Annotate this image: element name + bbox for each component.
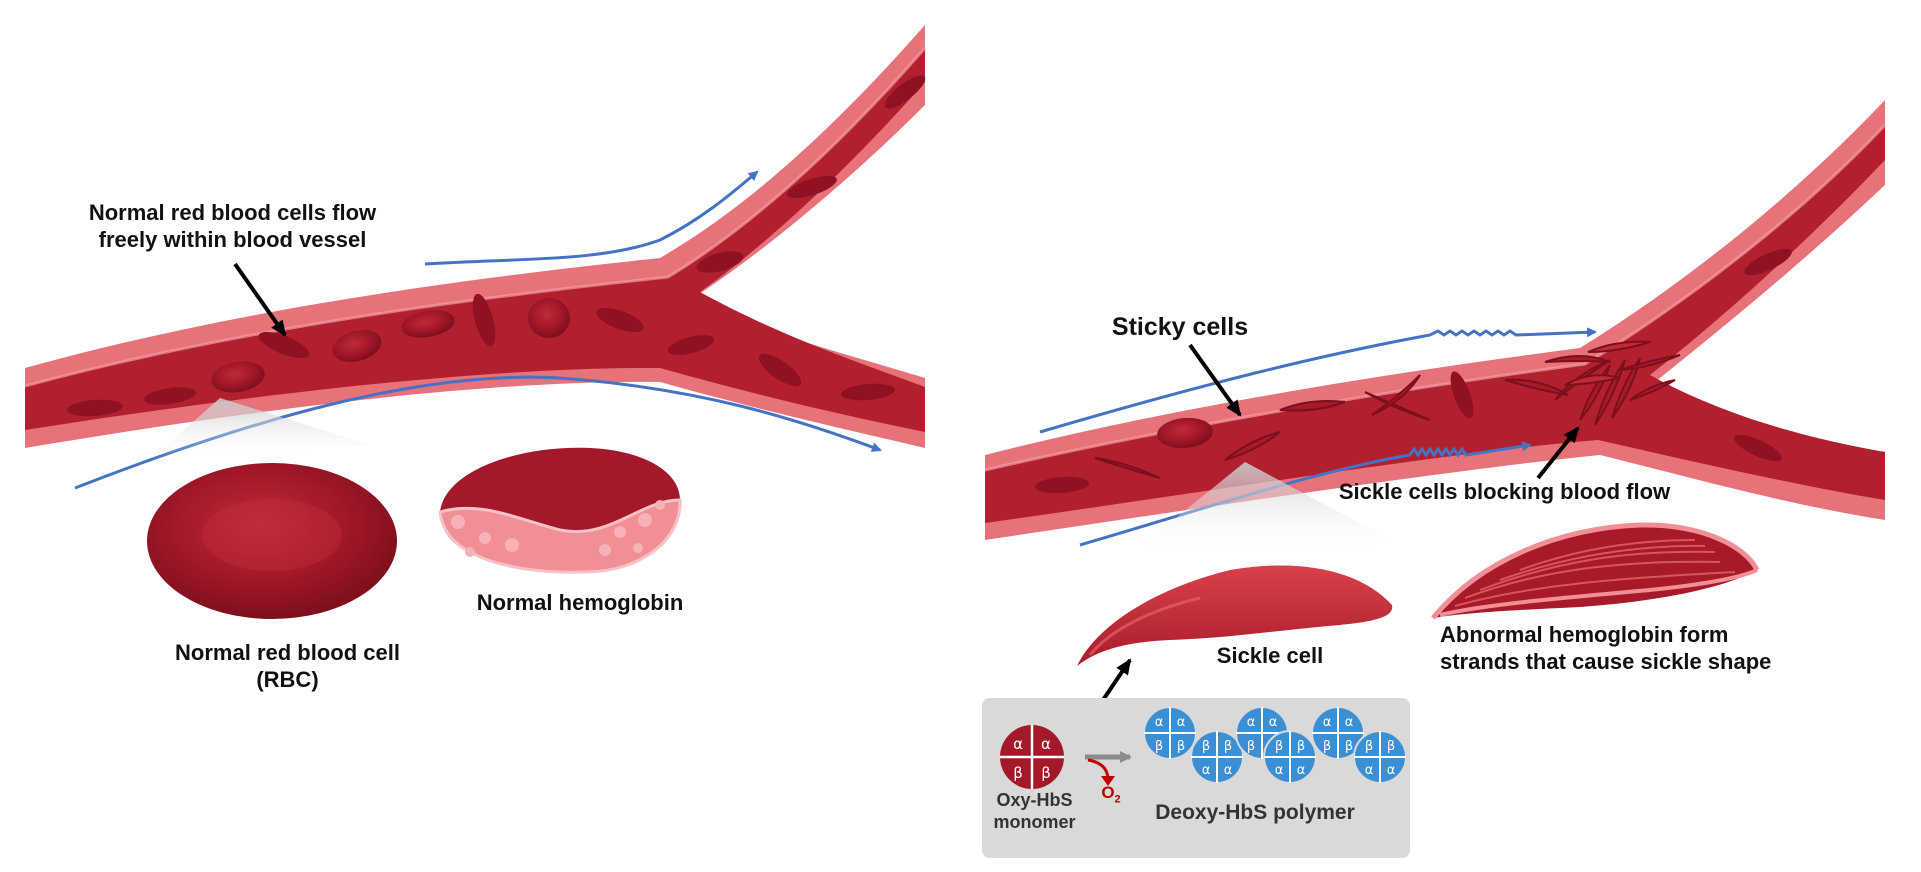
label-abnormal-hemoglobin-line-2: strands that cause sickle shape (1440, 648, 1772, 674)
label-sickle-cell: Sickle cell (1216, 643, 1324, 668)
label-oxygen-subscript: 2 (1114, 793, 1121, 806)
pointer-polymer-to-sickle (1101, 658, 1132, 702)
polymer-subunit-letter: β (1365, 739, 1373, 754)
polymer-subunit-letter: α (1202, 763, 1211, 778)
polymer-subunit-letter: β (1155, 739, 1163, 754)
deoxy-hbs-polymer-icon: ααββββααααββββααααββββαα (1143, 706, 1407, 784)
label-normal-rbc-line-2: (RBC) (256, 666, 319, 692)
polymer-subunit-letter: β (1297, 739, 1305, 754)
label-normal-flow: Normal red blood cells flow freely withi… (60, 200, 405, 254)
polymer-subunit-letter: α (1365, 763, 1374, 778)
flow-arrow-sickle-lower (1079, 441, 1532, 547)
pointer-sickle-blocking (1536, 426, 1580, 480)
polymer-subunit-letter: β (1224, 739, 1232, 754)
polymer-subunit-letter: α (1224, 763, 1233, 778)
label-normal-rbc-line-1: Normal red blood cell (175, 640, 400, 665)
label-oxy-hbs-line-1: Oxy-HbS (996, 790, 1073, 810)
polymer-subunit-letter: α (1177, 715, 1186, 730)
svg-text:β: β (1041, 764, 1051, 782)
polymer-subunit-letter: α (1387, 763, 1396, 778)
label-oxy-hbs-line-2: monomer (993, 811, 1076, 832)
label-sticky-cells: Sticky cells (1111, 313, 1249, 341)
flow-arrow-upper (424, 170, 759, 266)
polymer-subunit-letter: β (1345, 739, 1353, 754)
polymer-subunit-letter: β (1387, 739, 1395, 754)
sickle-vessel-cells (1035, 248, 1792, 494)
oxy-hbs-monomer-icon: α α β β (1000, 725, 1064, 789)
normal-hemoglobin-illustration (438, 447, 682, 574)
label-normal-flow-line-1: Normal red blood cells flow (88, 200, 377, 225)
polymer-subunit-letter: α (1297, 763, 1306, 778)
zoom-cone-normal (150, 398, 370, 460)
polymer-subunit-letter: α (1155, 715, 1164, 730)
label-sickle-blocking: Sickle cells blocking blood flow (1338, 479, 1671, 504)
label-abnormal-hemoglobin-line-1: Abnormal hemoglobin form (1440, 622, 1729, 647)
polymer-subunit-letter: β (1323, 739, 1331, 754)
label-oxy-hbs-monomer: Oxy-HbS monomer (982, 790, 1087, 834)
flow-arrow-sickle-upper (1039, 327, 1597, 434)
label-deoxy-hbs-polymer: Deoxy-HbS polymer (1155, 801, 1355, 824)
polymer-subunit-letter: β (1177, 739, 1185, 754)
polymer-subunit-letter: α (1323, 715, 1332, 730)
label-normal-hemoglobin: Normal hemoglobin (476, 590, 684, 615)
label-normal-flow-line-2: freely within blood vessel (98, 226, 367, 252)
label-oxygen-symbol: O (1101, 783, 1115, 802)
label-normal-rbc: Normal red blood cell (RBC) (150, 640, 425, 694)
zoom-cone-sickle (1130, 462, 1400, 555)
polymer-subunit-letter: α (1269, 715, 1278, 730)
label-oxygen: O2 (1096, 783, 1126, 807)
abnormal-hemoglobin-illustration (1431, 522, 1760, 620)
svg-text:α: α (1041, 735, 1051, 753)
pointer-normal-rbc (233, 262, 287, 337)
normal-vessel-rbcs (67, 75, 926, 417)
polymer-subunit-letter: β (1202, 739, 1210, 754)
normal-rbc-illustration (147, 463, 397, 619)
svg-text:β: β (1013, 764, 1023, 782)
polymerization-inset: α α β β ααββββααααββββααααββββαα (982, 698, 1410, 858)
polymer-subunit-letter: α (1275, 763, 1284, 778)
sickle-cell-illustration (1077, 565, 1393, 666)
polymer-subunit-letter: β (1275, 739, 1283, 754)
polymer-subunit-letter: α (1247, 715, 1256, 730)
pointer-sticky-cells (1188, 343, 1242, 417)
svg-text:α: α (1013, 735, 1023, 753)
polymer-subunit-letter: α (1345, 715, 1354, 730)
polymer-subunit-letter: β (1247, 739, 1255, 754)
label-abnormal-hemoglobin: Abnormal hemoglobin form strands that ca… (1440, 622, 1840, 676)
